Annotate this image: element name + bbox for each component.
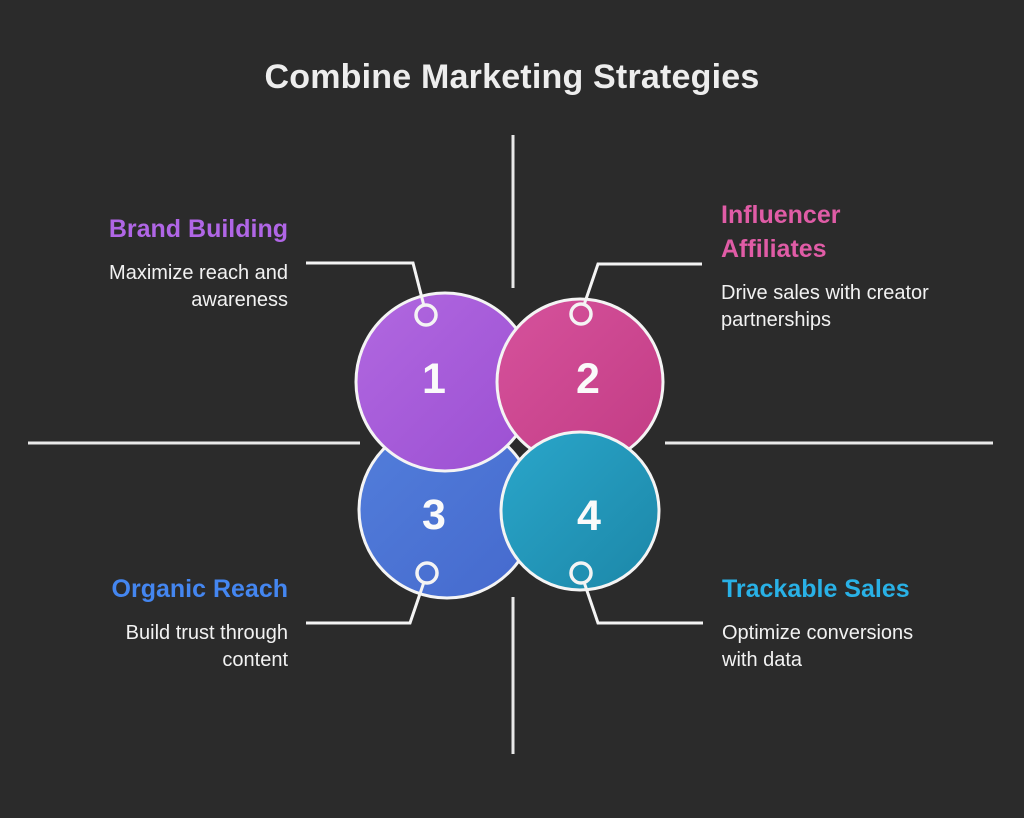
- label-block-trackable-sales: Trackable Sales Optimize conversions wit…: [722, 572, 1017, 674]
- desc-brand-building: Maximize reach and awareness: [109, 262, 288, 311]
- page-title: Combine Marketing Strategies: [264, 58, 760, 96]
- desc-organic-reach: Build trust through content: [125, 622, 288, 671]
- circle-number-2: 2: [576, 355, 600, 403]
- anchor-ring-1: [414, 303, 438, 327]
- label-influencer-affiliates: Influencer Affiliates: [721, 201, 841, 263]
- desc-influencer-affiliates: Drive sales with creator partnerships: [721, 282, 929, 331]
- desc-trackable-sales: Optimize conversions with data: [722, 622, 914, 671]
- connector-brand-building: [306, 261, 438, 327]
- connector-influencer-affiliates: [569, 262, 702, 326]
- circle-number-4: 4: [577, 492, 601, 540]
- circle-number-1: 1: [422, 355, 446, 403]
- label-trackable-sales: Trackable Sales: [722, 575, 910, 603]
- anchor-ring-4: [569, 561, 593, 585]
- circle-trackable-sales: [499, 430, 661, 592]
- crosshair-guides: [28, 135, 993, 754]
- label-block-organic-reach: Organic Reach Build trust through conten…: [18, 572, 288, 674]
- label-brand-building: Brand Building: [108, 215, 288, 243]
- label-block-influencer-affiliates: Influencer Affiliates Drive sales with c…: [721, 198, 1016, 334]
- label-block-brand-building: Brand Building Maximize reach and awaren…: [18, 212, 288, 314]
- connector-trackable-sales: [569, 561, 703, 625]
- label-organic-reach: Organic Reach: [111, 575, 288, 603]
- circle-number-3: 3: [422, 491, 446, 539]
- anchor-ring-3: [415, 561, 439, 585]
- connector-organic-reach: [306, 561, 439, 625]
- anchor-ring-2: [569, 302, 593, 326]
